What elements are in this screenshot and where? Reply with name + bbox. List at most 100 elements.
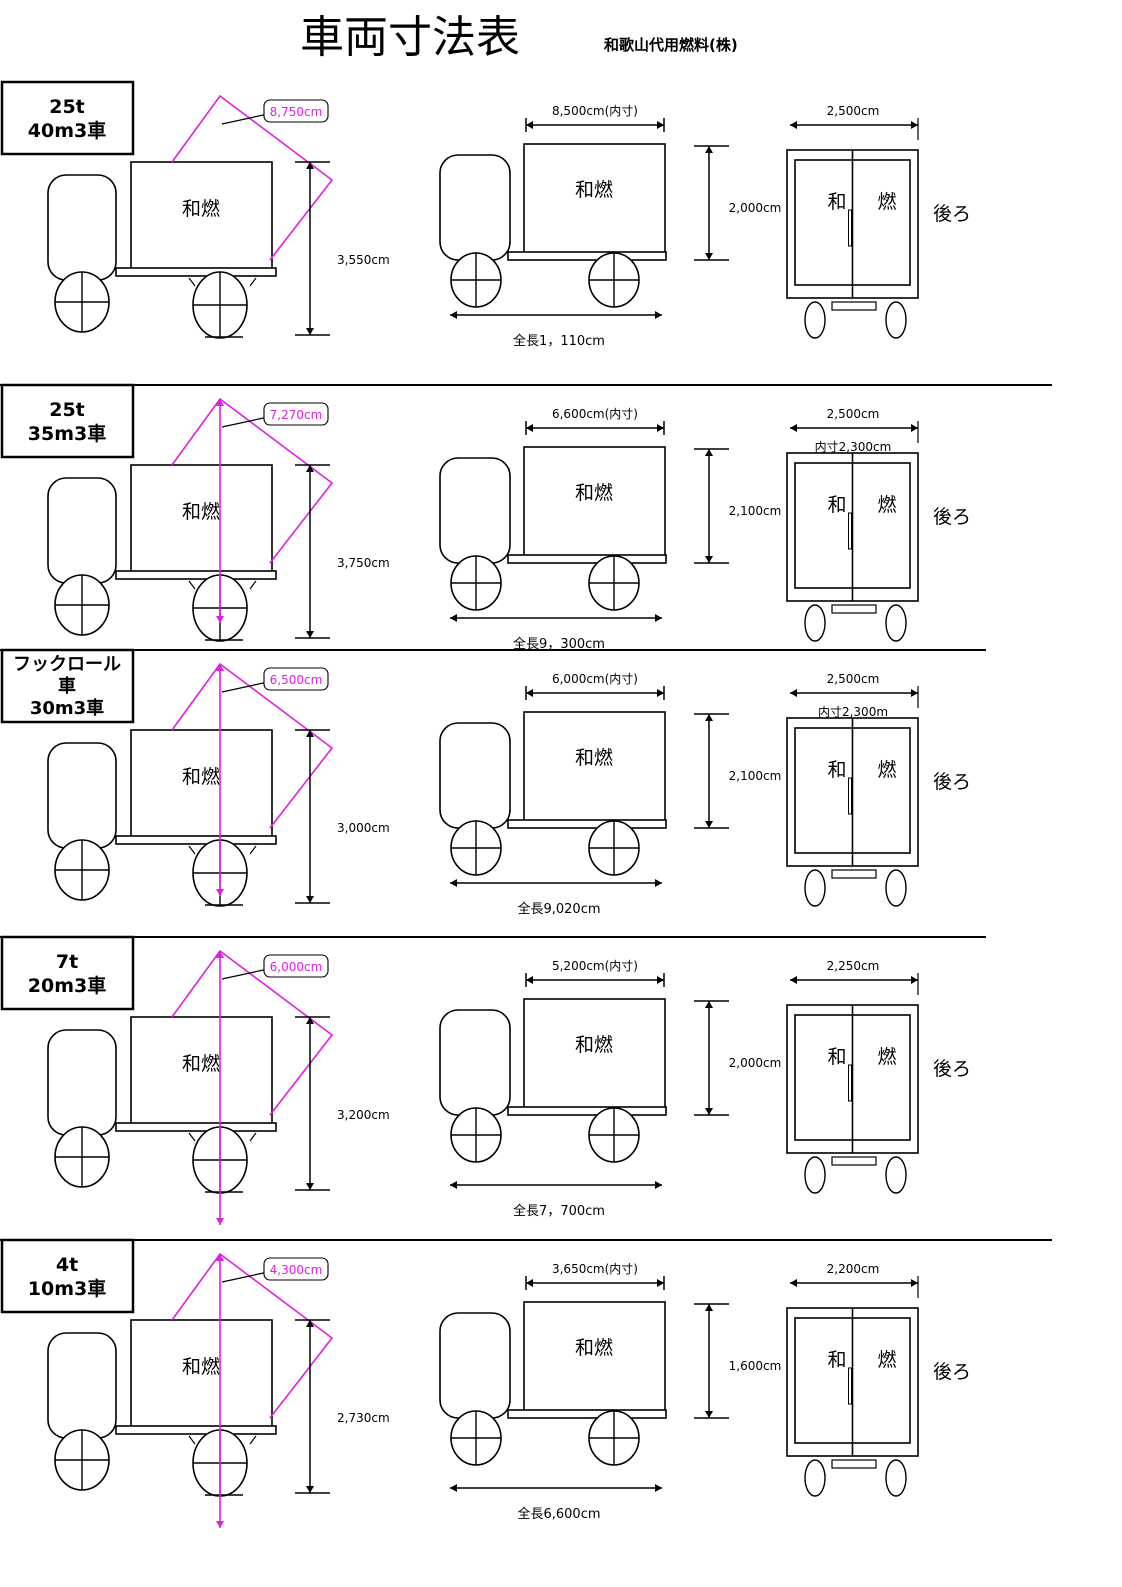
rear-bumper xyxy=(831,301,877,311)
vehicle-row: 25t40m3車和燃8,750cm3,550cm和燃8,500cm(内寸)2,0… xyxy=(0,80,971,349)
door-handle xyxy=(848,1367,852,1405)
cargo-box-label: 和燃 xyxy=(575,1034,613,1056)
inner-length-dimension xyxy=(525,1276,665,1290)
cab-outline xyxy=(47,1332,117,1439)
rear-door-left-char: 和 xyxy=(827,1046,846,1068)
inner-height-label: 2,100cm xyxy=(729,769,782,783)
total-length-dimension xyxy=(450,1484,662,1492)
rear-bumper xyxy=(831,1459,877,1469)
rear-bumper xyxy=(831,604,877,614)
arrow-head-right xyxy=(657,1279,664,1287)
inner-length-label: 6,000cm(内寸) xyxy=(552,672,638,686)
total-length-label: 全長6,600cm xyxy=(517,1506,600,1522)
arrow-head-left xyxy=(790,976,797,984)
arrow-head-down xyxy=(216,616,224,623)
vehicle-label-box xyxy=(0,1238,135,1314)
vehicle-label-line: 30m3車 xyxy=(30,697,104,719)
diagonal-label: 8,750cm xyxy=(270,105,323,119)
diagonal-polyline xyxy=(171,1252,334,1419)
arrow-head-left xyxy=(450,1484,457,1492)
arrow-head-up xyxy=(216,951,224,958)
vehicle-row: 7t20m3車和燃6,000cm3,200cm和燃5,200cm(内寸)2,00… xyxy=(0,935,986,1225)
arrow-head-down xyxy=(705,1411,713,1418)
arrow-head-up xyxy=(216,399,224,406)
arrow-head-left xyxy=(526,689,533,697)
rear-door-left-char: 和 xyxy=(827,494,846,516)
front-wheel xyxy=(54,1126,110,1188)
inner-height-label: 2,100cm xyxy=(729,504,782,518)
cargo-box-label: 和燃 xyxy=(182,766,220,788)
front-wheel xyxy=(54,839,110,901)
inner-length-label: 8,500cm(内寸) xyxy=(552,104,638,118)
diagonal-polyline xyxy=(171,662,334,829)
cargo-box-label: 和燃 xyxy=(182,1356,220,1378)
rear-door-left-char: 和 xyxy=(827,759,846,781)
arrow-head-down xyxy=(705,556,713,563)
total-length-dimension xyxy=(450,311,662,319)
tipping-diagonal: 4,300cm xyxy=(171,1252,334,1528)
arrow-head-left xyxy=(790,121,797,129)
rear-width-label: 2,500cm xyxy=(827,104,880,118)
cab-outline xyxy=(439,1009,511,1116)
arrow-head-right xyxy=(657,976,664,984)
vehicle-label-line: 35m3車 xyxy=(28,422,106,445)
tipping-diagonal: 6,500cm xyxy=(171,662,334,896)
arrow-head-down xyxy=(705,1108,713,1115)
callout-leader xyxy=(221,968,269,980)
arrow-head-up xyxy=(216,1254,224,1261)
overall-height-label: 3,550cm xyxy=(337,253,390,267)
front-wheel xyxy=(54,574,110,636)
overall-height-dimension xyxy=(295,161,330,336)
chassis-bar xyxy=(507,1106,667,1116)
rear-width-dimension xyxy=(790,976,918,984)
rear-wheel-right xyxy=(885,869,907,907)
rear-door-right-char: 燃 xyxy=(877,191,896,213)
rear-wheel-right xyxy=(885,1156,907,1194)
overall-height-dimension xyxy=(295,1319,330,1494)
arrow-head-left xyxy=(526,1279,533,1287)
cab-outline xyxy=(47,1029,117,1136)
callout-leader xyxy=(221,416,269,428)
rear-width-dimension xyxy=(790,1279,918,1287)
chassis-bar xyxy=(115,1122,277,1132)
chassis-bar xyxy=(507,554,667,564)
fender-mark xyxy=(249,1132,257,1142)
cargo-box-label: 和燃 xyxy=(575,747,613,769)
arrow-head-up xyxy=(705,1001,713,1008)
arrow-head-down xyxy=(306,1183,314,1190)
rear-bumper xyxy=(831,869,877,879)
inner-length-dimension xyxy=(525,118,665,132)
diagonal-label: 4,300cm xyxy=(270,1263,323,1277)
arrow-head-left xyxy=(450,879,457,887)
vehicle-label-line: 4t xyxy=(56,1254,78,1276)
rear-label: 後ろ xyxy=(933,1058,971,1080)
vehicle-label-line: 25t xyxy=(49,96,85,118)
chassis-bar xyxy=(507,819,667,829)
chassis-bar xyxy=(115,1425,277,1435)
vehicle-label-line: フックロール xyxy=(13,654,121,675)
arrow-head-left xyxy=(450,1181,457,1189)
cargo-box-label: 和燃 xyxy=(575,1337,613,1359)
diagonal-label-box xyxy=(263,99,329,123)
arrow-head-up xyxy=(216,664,224,671)
chassis-bar xyxy=(507,251,667,261)
arrow-head-up xyxy=(705,714,713,721)
rear-door-right-char: 燃 xyxy=(877,1349,896,1371)
total-length-dimension xyxy=(450,614,662,622)
arrow-head-right xyxy=(655,1181,662,1189)
fender-mark xyxy=(188,277,196,287)
chassis-bar xyxy=(115,570,277,580)
cargo-box-label: 和燃 xyxy=(575,482,613,504)
diagonal-label: 6,000cm xyxy=(270,960,323,974)
arrow-head-up xyxy=(306,1017,314,1024)
arrow-head-right xyxy=(911,689,918,697)
rear-wheel-right xyxy=(885,1459,907,1497)
vehicle-label-box xyxy=(0,648,135,724)
total-length-label: 全長1，110cm xyxy=(513,333,605,349)
cargo-box-label: 和燃 xyxy=(182,198,220,220)
inner-length-label: 3,650cm(内寸) xyxy=(552,1262,638,1276)
cab-outline xyxy=(47,742,117,849)
arrow-head-down xyxy=(705,821,713,828)
cab-outline xyxy=(47,174,117,281)
arrow-head-left xyxy=(526,976,533,984)
